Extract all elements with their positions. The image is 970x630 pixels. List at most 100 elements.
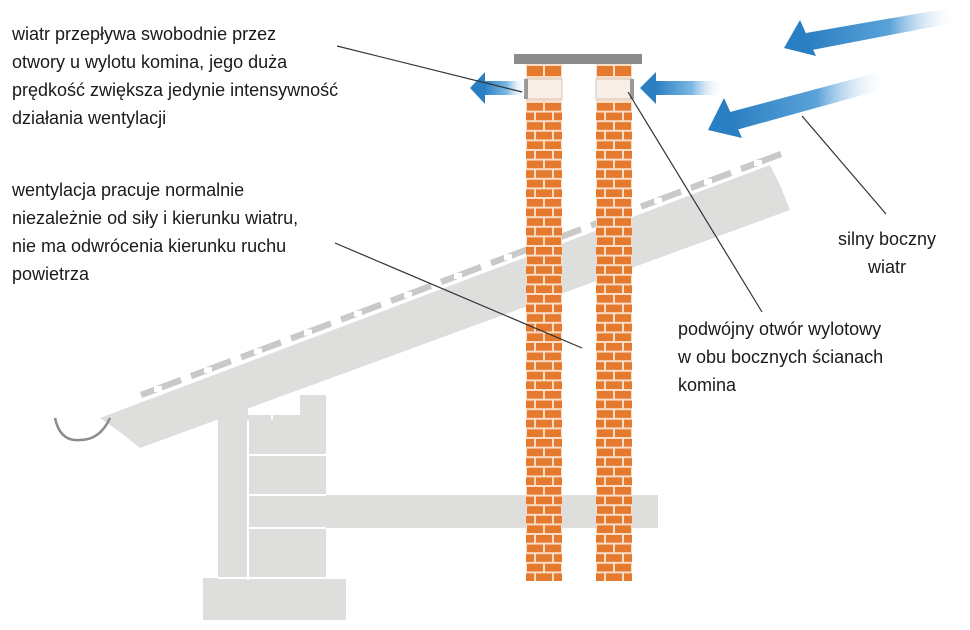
brick <box>536 266 552 274</box>
brick <box>526 458 534 466</box>
brick <box>526 343 534 351</box>
brick <box>554 381 562 389</box>
brick <box>554 247 562 255</box>
brick <box>554 227 562 236</box>
brick <box>527 487 543 495</box>
brick <box>624 515 632 524</box>
brick <box>527 448 543 457</box>
brick <box>545 122 561 130</box>
brick <box>527 410 543 418</box>
brick <box>596 131 604 140</box>
brick <box>527 122 543 130</box>
brick <box>615 410 631 418</box>
chimney-column-right <box>596 64 632 581</box>
brick <box>554 131 562 140</box>
brick <box>597 429 613 437</box>
brick <box>527 429 543 437</box>
brick <box>624 496 632 505</box>
brick <box>545 256 561 265</box>
brick <box>536 381 552 389</box>
brick <box>596 170 604 178</box>
callout-side-wind: silny boczny wiatr <box>838 225 936 281</box>
brick <box>527 218 543 226</box>
brick <box>606 112 622 121</box>
brick <box>624 247 632 255</box>
brick <box>606 304 622 313</box>
brick <box>527 295 543 303</box>
brick-mortar <box>596 64 632 581</box>
brick <box>596 189 604 197</box>
brick <box>597 275 613 284</box>
brick <box>527 352 543 361</box>
brick <box>615 218 631 226</box>
brick <box>596 458 604 466</box>
brick <box>596 439 604 447</box>
brick <box>545 66 561 76</box>
brick <box>554 477 562 485</box>
airflow-arrow-icon <box>640 72 723 104</box>
brick <box>527 544 543 553</box>
brick <box>526 496 534 505</box>
brick <box>545 487 561 495</box>
brick <box>606 151 622 159</box>
brick <box>554 151 562 159</box>
brick <box>527 314 543 322</box>
callout-line: podwójny otwór wylotowy <box>678 319 882 339</box>
roof-tile-hook <box>654 197 662 204</box>
callout-line: otwory u wylotu komina, jego duża <box>12 52 288 72</box>
brick <box>545 199 561 207</box>
brick <box>624 343 632 351</box>
brick <box>606 247 622 255</box>
brick <box>624 151 632 159</box>
brick <box>526 304 534 313</box>
brick <box>536 458 552 466</box>
brick <box>545 237 561 245</box>
chimney <box>514 54 642 581</box>
brick <box>526 573 534 581</box>
brick <box>624 266 632 274</box>
brick <box>597 544 613 553</box>
brick <box>596 515 604 524</box>
brick <box>597 218 613 226</box>
brick <box>597 199 613 207</box>
brick <box>554 304 562 313</box>
brick <box>624 535 632 543</box>
brick <box>536 151 552 159</box>
brick <box>527 237 543 245</box>
brick <box>536 496 552 505</box>
brick <box>527 563 543 572</box>
callout-line: komina <box>678 375 737 395</box>
brick <box>606 189 622 197</box>
brick <box>624 131 632 140</box>
brick <box>545 371 561 380</box>
brick <box>615 391 631 399</box>
callout-line: wentylacja pracuje normalnie <box>12 180 245 200</box>
brick <box>554 343 562 351</box>
callout-line: prędkość zwiększa jedynie intensywność <box>12 80 339 100</box>
brick <box>526 439 534 447</box>
brick <box>545 179 561 188</box>
roof-tile-hook <box>354 310 362 317</box>
brick <box>596 573 604 581</box>
brick <box>527 179 543 188</box>
brick <box>526 381 534 389</box>
brick <box>526 554 534 562</box>
brick <box>545 352 561 361</box>
brick <box>606 362 622 370</box>
brick <box>597 467 613 476</box>
brick <box>596 323 604 332</box>
brick <box>545 218 561 226</box>
brick <box>536 400 552 409</box>
brick <box>536 439 552 447</box>
brick <box>596 151 604 159</box>
roof-tile-hook <box>454 273 462 279</box>
brick <box>597 122 613 130</box>
roof-tile-hook <box>154 386 162 392</box>
chimney-cap <box>514 54 642 64</box>
brick <box>545 544 561 553</box>
brick <box>554 362 562 370</box>
callout-wind-top: wiatr przepływa swobodnie przez otwory u… <box>12 20 338 132</box>
callout-line: działania wentylacji <box>12 108 167 128</box>
